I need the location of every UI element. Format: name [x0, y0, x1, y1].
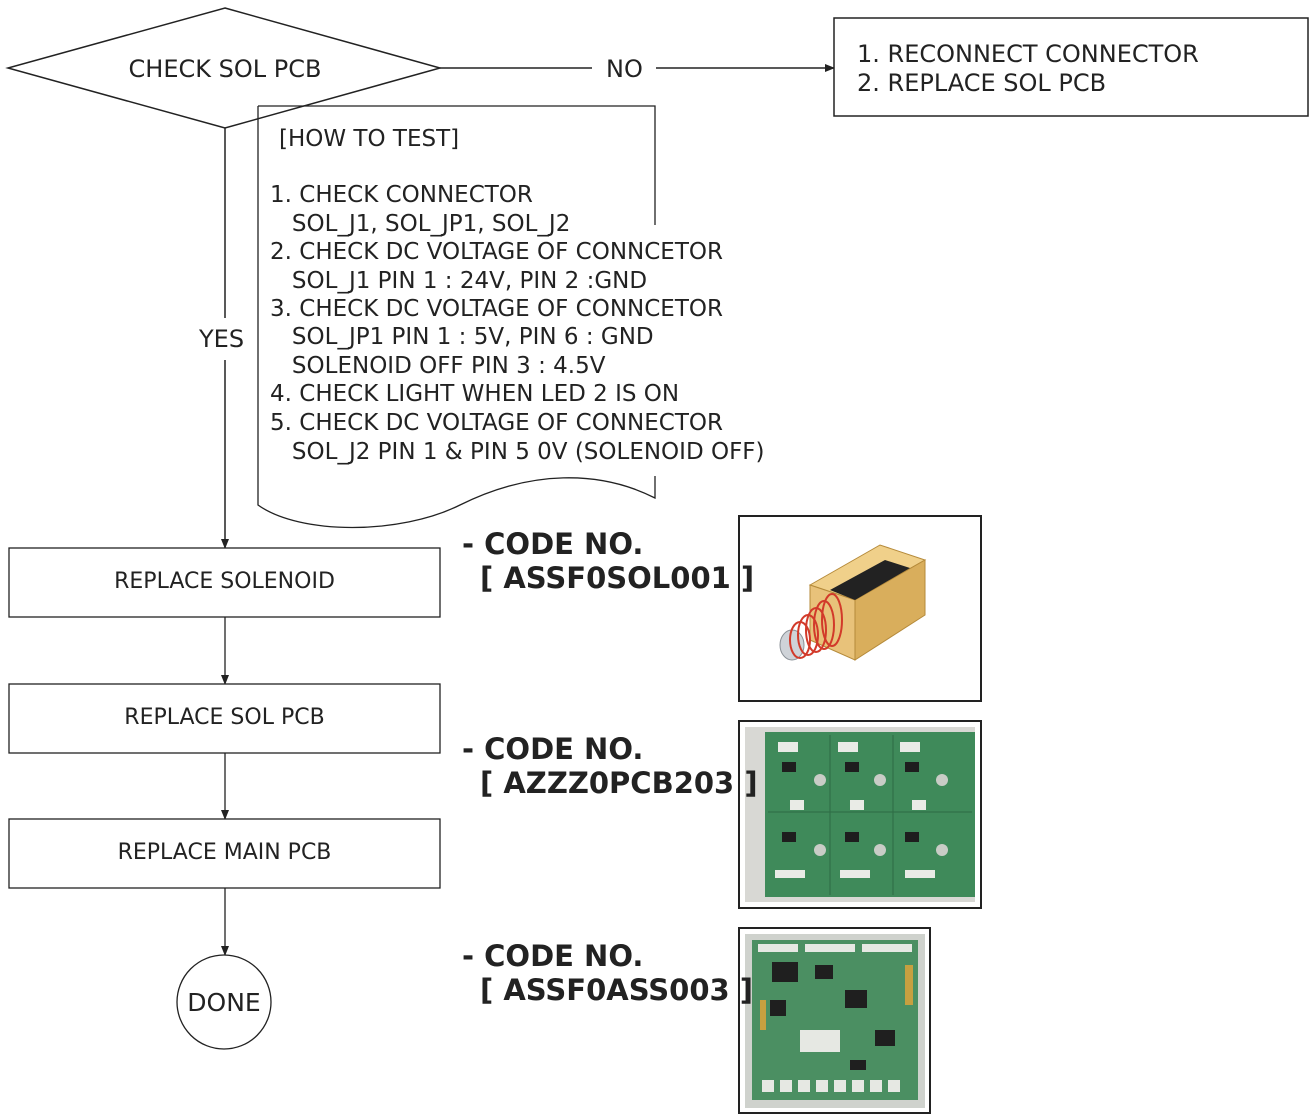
- decision-label: CHECK SOL PCB: [60, 57, 390, 81]
- main-pcb-image: [739, 928, 930, 1113]
- part-code-title-3: - CODE NO.: [462, 939, 643, 974]
- how-to-test-line-4: SOL_J1 PIN 1 : 24V, PIN 2 :GND: [270, 270, 647, 293]
- part-code-1: [ ASSF0SOL001 ]: [480, 561, 754, 596]
- how-to-test-line-9: 5. CHECK DC VOLTAGE OF CONNECTOR: [270, 412, 723, 435]
- no-action-line-1: 1. RECONNECT CONNECTOR: [857, 42, 1199, 66]
- how-to-test-line-7: SOLENOID OFF PIN 3 : 4.5V: [270, 355, 605, 378]
- how-to-test-line-1: 1. CHECK CONNECTOR: [270, 184, 533, 207]
- step-label-replace-solenoid: REPLACE SOLENOID: [9, 571, 440, 593]
- part-code-title-1: - CODE NO.: [462, 527, 643, 562]
- part-code-3: [ ASSF0ASS003 ]: [480, 973, 753, 1008]
- step-label-replace-main-pcb: REPLACE MAIN PCB: [9, 842, 440, 864]
- how-to-test-title: [HOW TO TEST]: [279, 128, 459, 151]
- part-code-2: [ AZZZ0PCB203 ]: [480, 766, 758, 801]
- how-to-test-line-6: SOL_JP1 PIN 1 : 5V, PIN 6 : GND: [270, 326, 654, 349]
- sol-pcb-image: [739, 721, 981, 908]
- step-label-replace-sol-pcb: REPLACE SOL PCB: [9, 707, 440, 729]
- how-to-test-line-5: 3. CHECK DC VOLTAGE OF CONNCETOR: [270, 298, 723, 321]
- no-action-line-2: 2. REPLACE SOL PCB: [857, 71, 1106, 95]
- solenoid-image: [739, 516, 981, 701]
- no-branch-label: NO: [606, 57, 643, 81]
- how-to-test-line-10: SOL_J2 PIN 1 & PIN 5 0V (SOLENOID OFF): [270, 441, 765, 464]
- done-label: DONE: [177, 990, 271, 1015]
- yes-branch-label: YES: [199, 327, 244, 351]
- how-to-test-line-8: 4. CHECK LIGHT WHEN LED 2 IS ON: [270, 383, 679, 406]
- part-code-title-2: - CODE NO.: [462, 732, 643, 767]
- how-to-test-line-3: 2. CHECK DC VOLTAGE OF CONNCETOR: [270, 241, 723, 264]
- how-to-test-line-2: SOL_J1, SOL_JP1, SOL_J2: [270, 213, 570, 236]
